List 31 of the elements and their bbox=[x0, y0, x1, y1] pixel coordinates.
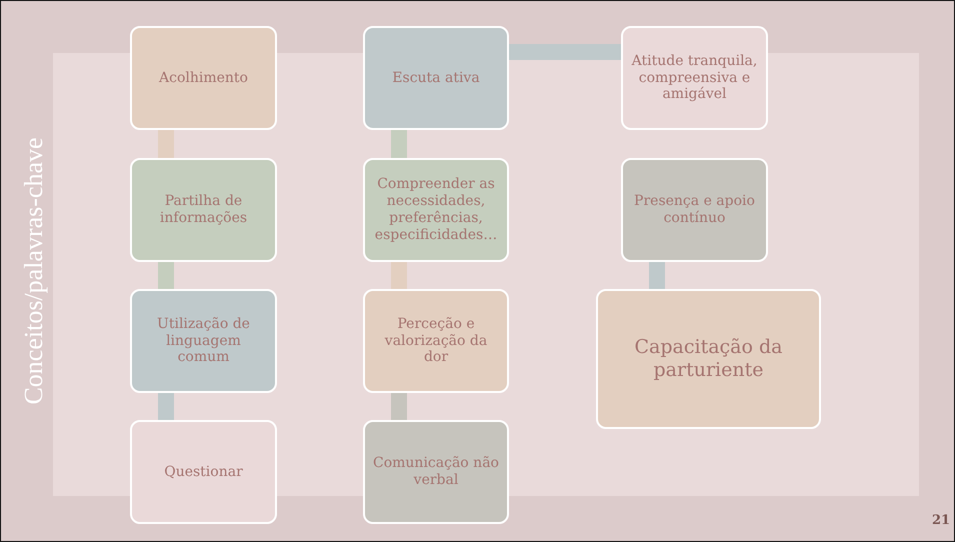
concept-box bbox=[130, 420, 277, 524]
concept-label: Comunicação não verbal bbox=[372, 455, 500, 489]
concept-box bbox=[363, 26, 509, 130]
concept-box bbox=[130, 158, 277, 262]
connector-bar bbox=[391, 393, 407, 420]
connector-bar bbox=[649, 262, 665, 289]
connector-bar bbox=[391, 130, 407, 158]
concept-box bbox=[363, 420, 509, 524]
concept-box bbox=[363, 289, 509, 393]
concept-label: Atitude tranquila, compreensiva e amigável bbox=[630, 52, 758, 104]
concept-box bbox=[621, 26, 768, 130]
concept-box bbox=[130, 26, 277, 130]
connector-bar bbox=[509, 44, 621, 60]
concept-label: Perceção e valorização da dor bbox=[384, 316, 488, 366]
connector-bar bbox=[158, 130, 174, 158]
concept-label: Utilização de linguagem comum bbox=[156, 316, 251, 366]
connector-bar bbox=[158, 262, 174, 289]
concept-box bbox=[363, 158, 509, 262]
concept-label: Partilha de informações bbox=[158, 193, 248, 227]
concept-label: Presença e apoio contínuo bbox=[633, 193, 756, 227]
concept-box bbox=[596, 289, 821, 429]
concept-box bbox=[621, 158, 768, 262]
concept-label: Compreender as necessidades, preferências, especificidades… bbox=[374, 176, 498, 244]
page-number: 21 bbox=[932, 513, 950, 528]
connector-bar bbox=[391, 262, 407, 289]
concept-label: Acolhimento bbox=[159, 70, 248, 86]
concept-label: Capacitação da parturiente bbox=[634, 336, 784, 382]
concept-label: Escuta ativa bbox=[392, 70, 480, 86]
concept-box bbox=[130, 289, 277, 393]
connector-bar bbox=[158, 393, 174, 420]
concept-label: Questionar bbox=[164, 464, 243, 480]
